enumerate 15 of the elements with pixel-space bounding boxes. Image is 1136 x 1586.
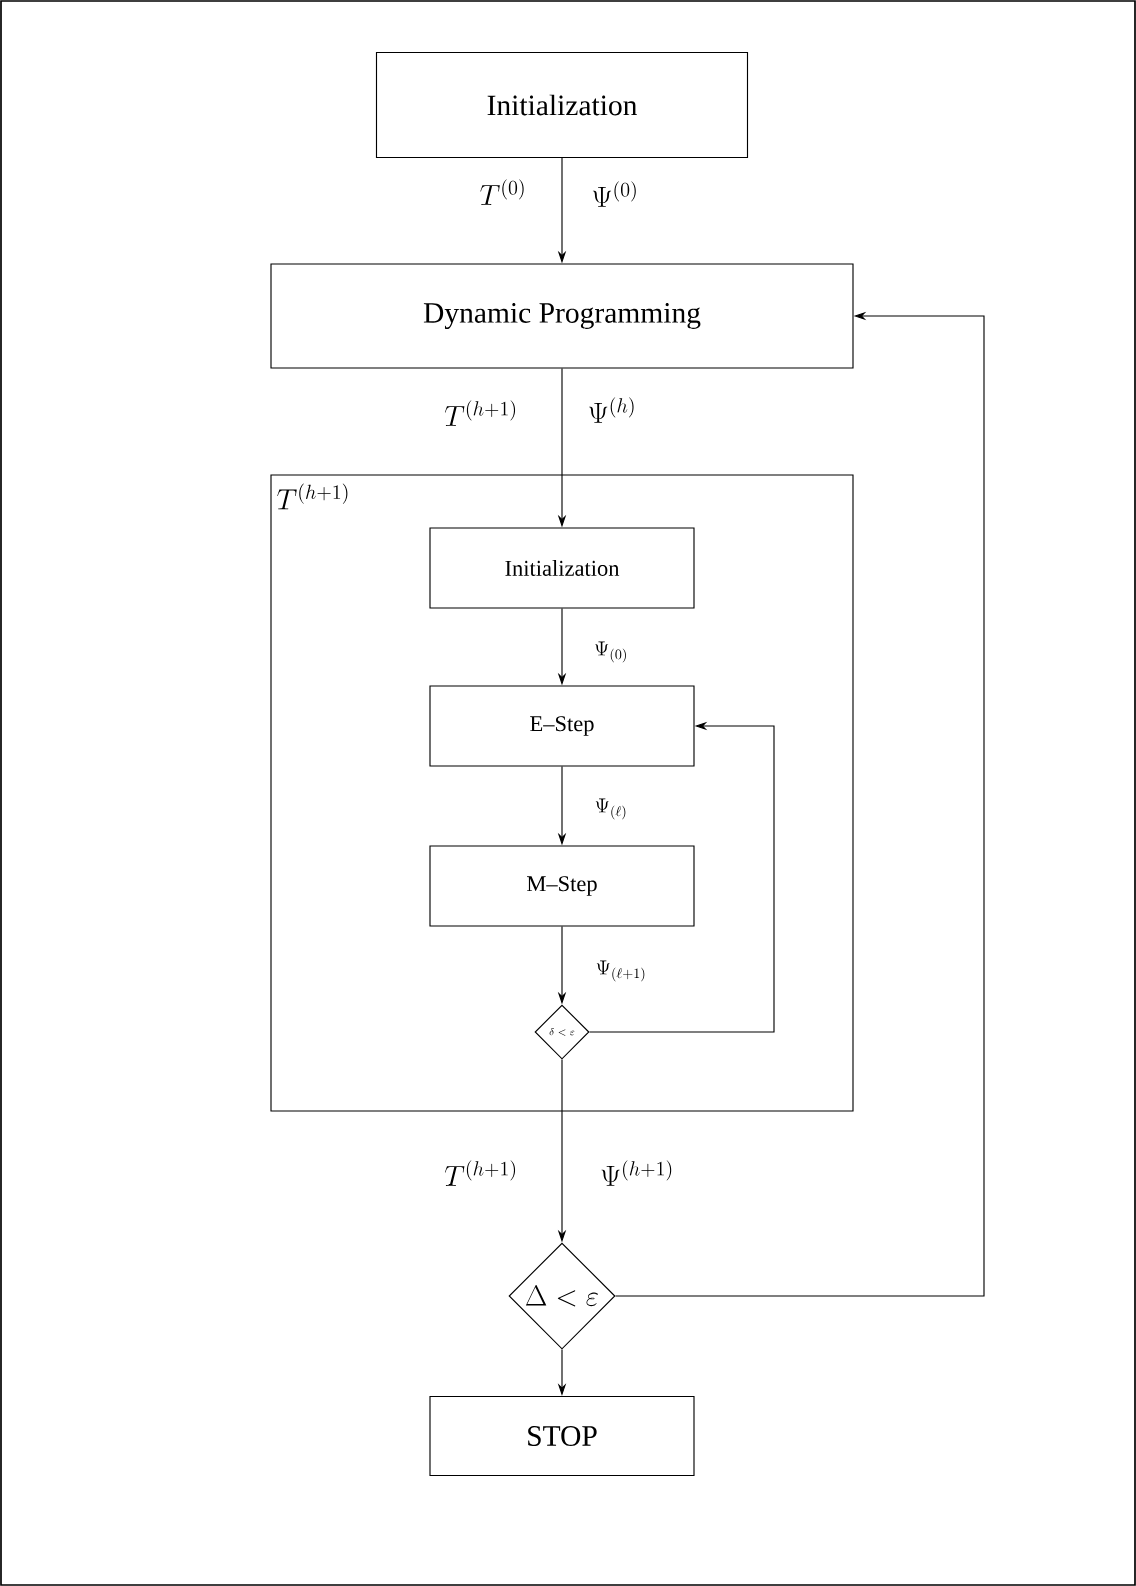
process-box: Initialization (375, 51, 749, 159)
process-box: Dynamic Programming (270, 263, 854, 369)
variable-label: $T^{(h+1)}$ (444, 1160, 516, 1186)
edge-label: $\Psi_{(\ell+1)}$ (596, 960, 645, 982)
variable-label: $T^{(h+1)}$ (444, 400, 516, 426)
edge-label: $\Psi_{(\ell)}$ (595, 798, 626, 820)
edge-label: $\Psi^{(h+1)}$ (601, 1160, 672, 1186)
edge-label: $\Psi_{(0)}$ (595, 641, 626, 663)
process-box: STOP (429, 1395, 695, 1477)
edge-label: $\Psi^{(0)}$ (592, 181, 636, 207)
process-box: E–Step (429, 685, 695, 767)
edge-label: $\Psi^{(h)}$ (589, 397, 634, 423)
process-box: M–Step (429, 845, 695, 927)
variable-label: $T^{(0)}$ (480, 179, 524, 205)
process-box: Initialization (429, 527, 695, 609)
